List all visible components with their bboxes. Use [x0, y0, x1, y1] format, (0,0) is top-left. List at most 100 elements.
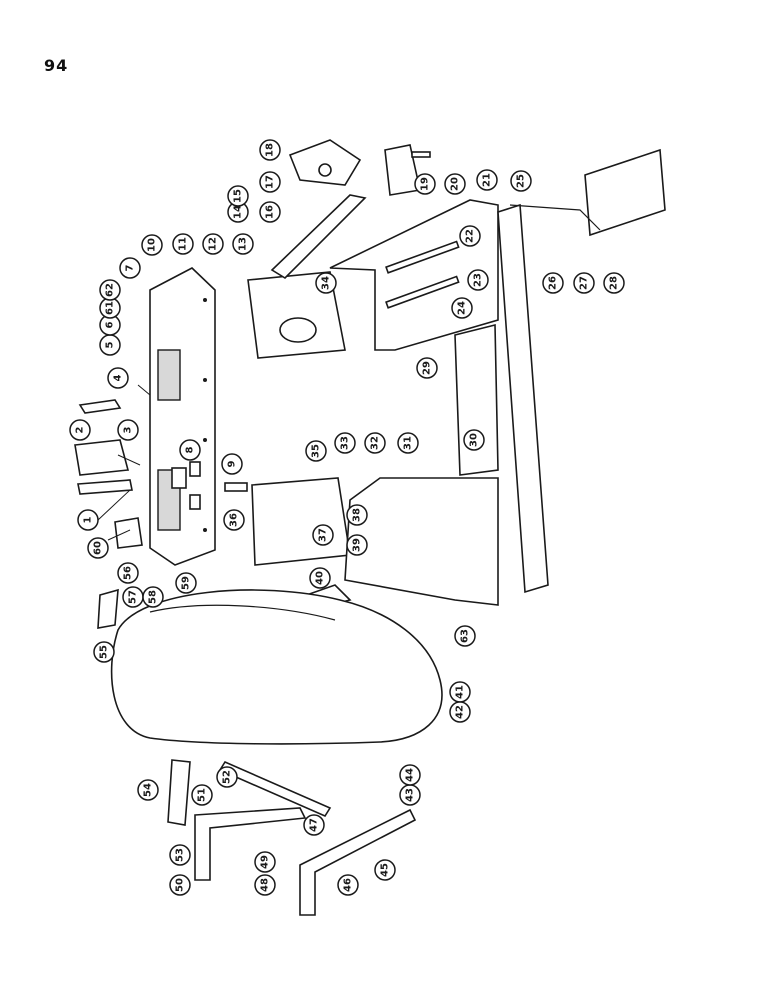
callout-42: 42 — [449, 701, 471, 723]
seat-frame — [509, 148, 666, 237]
callout-37: 37 — [312, 524, 334, 546]
callout-label: 14 — [233, 205, 244, 219]
callout-label: 58 — [148, 590, 159, 604]
callout-39: 39 — [346, 534, 368, 556]
callout-48: 48 — [254, 874, 276, 896]
callout-62: 62 — [99, 279, 121, 301]
callout-label: 17 — [265, 175, 276, 189]
callout-7: 7 — [119, 257, 141, 279]
strip-1 — [77, 479, 133, 495]
callout-label: 29 — [422, 361, 433, 375]
bolt-20 — [411, 151, 431, 158]
callout-46: 46 — [337, 874, 359, 896]
panel-13 — [247, 271, 346, 359]
panel-35 — [251, 477, 351, 566]
bar-52 — [218, 760, 332, 818]
callout-label: 1 — [83, 516, 94, 523]
callout-label: 38 — [352, 508, 363, 522]
callout-label: 36 — [229, 513, 240, 527]
stud-36 — [224, 482, 248, 492]
callout-5: 5 — [99, 334, 121, 356]
callout-label: 54 — [143, 783, 154, 797]
callout-label: 40 — [315, 571, 326, 585]
bracket-18 — [288, 139, 362, 186]
callout-38: 38 — [346, 504, 368, 526]
panel-38 — [344, 477, 499, 606]
callout-label: 10 — [147, 238, 158, 252]
callout-10: 10 — [141, 234, 163, 256]
callout-label: 24 — [457, 301, 468, 315]
callout-35: 35 — [305, 440, 327, 462]
callout-label: 32 — [370, 436, 381, 450]
callout-55: 55 — [93, 641, 115, 663]
callout-label: 20 — [450, 177, 461, 191]
callout-label: 46 — [343, 878, 354, 892]
callout-label: 2 — [75, 426, 86, 433]
callout-16: 16 — [259, 201, 281, 223]
panel-29 — [454, 323, 499, 476]
callout-label: 39 — [352, 538, 363, 552]
callout-24: 24 — [451, 297, 473, 319]
callout-31: 31 — [397, 432, 419, 454]
callout-label: 26 — [548, 276, 559, 290]
dash-panel — [149, 267, 216, 566]
callout-label: 16 — [265, 205, 276, 219]
callout-13: 13 — [232, 233, 254, 255]
callout-label: 41 — [455, 685, 466, 699]
callout-label: 27 — [579, 276, 590, 290]
callout-59: 59 — [175, 572, 197, 594]
callout-43: 43 — [399, 784, 421, 806]
callout-label: 31 — [403, 436, 414, 450]
callout-15: 15 — [227, 185, 249, 207]
callout-11: 11 — [172, 233, 194, 255]
callout-label: 3 — [123, 426, 134, 433]
callout-47: 47 — [303, 814, 325, 836]
callout-51: 51 — [191, 784, 213, 806]
bracket-53 — [167, 759, 191, 826]
callout-17: 17 — [259, 171, 281, 193]
callout-label: 34 — [321, 276, 332, 290]
callout-label: 63 — [460, 629, 471, 643]
callout-label: 28 — [609, 276, 620, 290]
callout-33: 33 — [334, 432, 356, 454]
callout-label: 33 — [340, 436, 351, 450]
callout-22: 22 — [459, 225, 481, 247]
callout-label: 51 — [197, 788, 208, 802]
callout-label: 11 — [178, 237, 189, 251]
callout-8: 8 — [179, 439, 201, 461]
cover-2 — [74, 439, 130, 476]
callout-4: 4 — [107, 367, 129, 389]
link-55 — [97, 588, 119, 629]
callout-label: 56 — [123, 566, 134, 580]
callout-label: 45 — [380, 863, 391, 877]
callout-2: 2 — [69, 419, 91, 441]
callout-20: 20 — [444, 173, 466, 195]
callout-54: 54 — [137, 779, 159, 801]
callout-label: 43 — [405, 788, 416, 802]
callout-41: 41 — [449, 681, 471, 703]
callout-56: 56 — [117, 562, 139, 584]
callout-label: 61 — [105, 301, 116, 315]
callout-45: 45 — [374, 859, 396, 881]
callout-label: 13 — [238, 237, 249, 251]
callout-label: 9 — [227, 460, 238, 467]
callout-label: 50 — [175, 878, 186, 892]
callout-61: 61 — [99, 297, 121, 319]
callout-25: 25 — [510, 170, 532, 192]
callout-3: 3 — [117, 419, 139, 441]
callout-21: 21 — [476, 169, 498, 191]
callout-53: 53 — [169, 844, 191, 866]
callout-label: 55 — [99, 645, 110, 659]
callout-label: 44 — [405, 768, 416, 782]
callout-label: 52 — [222, 770, 233, 784]
callout-44: 44 — [399, 764, 421, 786]
callout-label: 25 — [516, 174, 527, 188]
callout-label: 8 — [185, 446, 196, 453]
callout-label: 42 — [455, 705, 466, 719]
callout-label: 19 — [420, 177, 431, 191]
bracket-45 — [299, 808, 417, 916]
strip-14-15 — [270, 194, 367, 280]
callout-label: 53 — [175, 848, 186, 862]
callout-label: 21 — [482, 173, 493, 187]
